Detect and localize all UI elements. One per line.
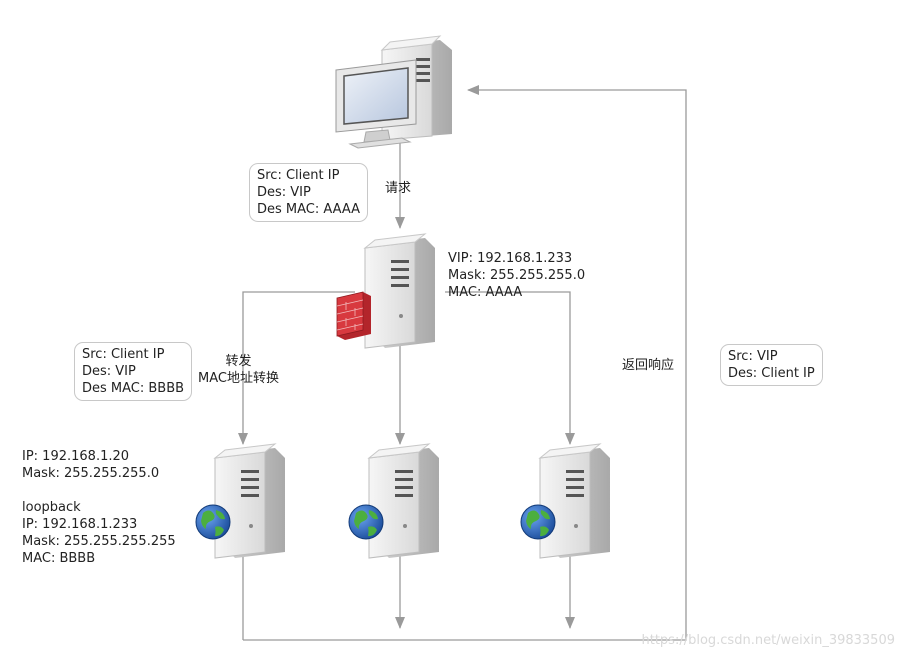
- forward-packet-des: Des: VIP: [82, 364, 136, 379]
- lb-mac: MAC: AAAA: [448, 285, 523, 300]
- forward-arrow-1: [238, 291, 355, 445]
- real-server-1-icon: [214, 443, 286, 559]
- client-packet-bubble: Src: Client IP Des: VIP Des MAC: AAAA: [249, 163, 369, 222]
- return-arrow: [243, 85, 687, 641]
- forward-arrow-3: [445, 291, 575, 445]
- lb-info: VIP: 192.168.1.233 Mask: 255.255.255.0 M…: [448, 250, 585, 301]
- request-label: 请求: [385, 181, 412, 196]
- forward-label-line1: 转发: [225, 354, 252, 369]
- watermark: https://blog.csdn.net/weixin_39833509: [641, 633, 895, 648]
- rs-lo-ip: IP: 192.168.1.233: [22, 517, 138, 532]
- lb-mask: Mask: 255.255.255.0: [448, 268, 586, 283]
- desktop-computer-icon: [335, 35, 452, 149]
- client-packet-src: Src: Client IP: [257, 168, 340, 183]
- real-server-info: IP: 192.168.1.20 Mask: 255.255.255.0 loo…: [22, 448, 176, 567]
- firewall-icon: [336, 291, 371, 340]
- return-label: 返回响应: [622, 358, 675, 373]
- forward-packet-src: Src: Client IP: [82, 347, 165, 362]
- return-packet-des: Des: Client IP: [728, 366, 815, 381]
- return-packet-bubble: Src: VIP Des: Client IP: [720, 344, 823, 386]
- forward-packet-mac: Des MAC: BBBB: [82, 381, 185, 396]
- forward-label-line2: MAC地址转换: [198, 371, 279, 386]
- connection-lines: [238, 85, 687, 641]
- forward-label: 转发 MAC地址转换: [198, 353, 279, 387]
- rs-mask: Mask: 255.255.255.0: [22, 466, 160, 481]
- load-balancer-server-icon: [364, 233, 436, 349]
- real-server-3-icon: [539, 443, 611, 559]
- globe-icon: [348, 504, 384, 540]
- globe-icon: [195, 504, 231, 540]
- client-packet-des: Des: VIP: [257, 185, 311, 200]
- rs-ip: IP: 192.168.1.20: [22, 449, 130, 464]
- real-server-2-icon: [368, 443, 440, 559]
- lb-vip: VIP: 192.168.1.233: [448, 251, 573, 266]
- rs-loopback: loopback: [22, 500, 81, 515]
- rs-lo-mask: Mask: 255.255.255.255: [22, 534, 176, 549]
- globe-icon: [520, 504, 556, 540]
- return-packet-src: Src: VIP: [728, 349, 778, 364]
- forward-packet-bubble: Src: Client IP Des: VIP Des MAC: BBBB: [74, 342, 193, 401]
- client-packet-mac: Des MAC: AAAA: [257, 202, 361, 217]
- rs-lo-mac: MAC: BBBB: [22, 551, 96, 566]
